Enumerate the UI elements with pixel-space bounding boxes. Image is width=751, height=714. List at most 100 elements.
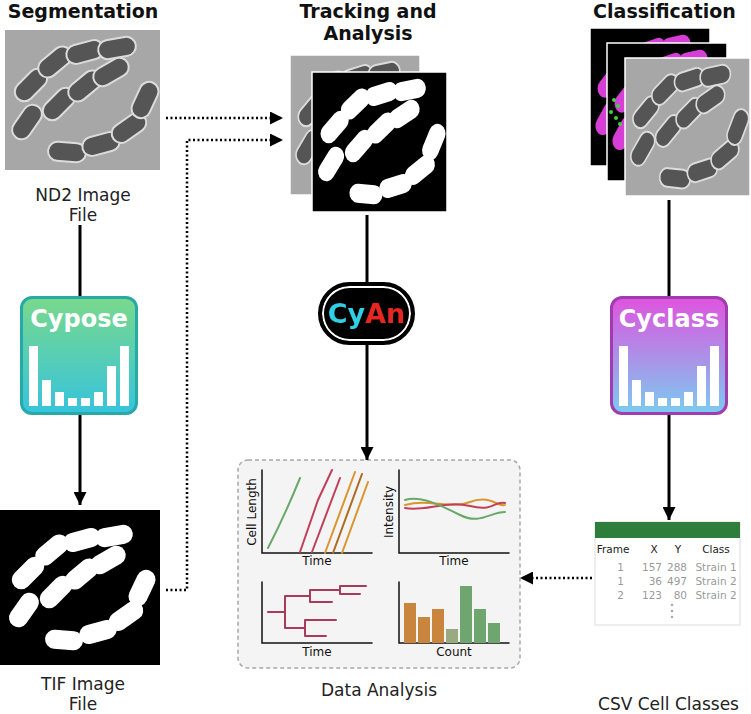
axis-label: Intensity [382,486,396,538]
logo-bar [632,380,641,406]
logo-bar [671,398,680,406]
section-heading: Classification [593,0,736,22]
mask-image [0,510,160,665]
logo-bar [645,392,654,406]
logo-bar [55,392,64,406]
cell-masks [315,77,448,205]
flow-arrow [366,215,369,282]
image-node: TIF Image File [0,505,166,714]
flow-arrow [79,415,82,505]
histogram-bar [474,609,486,643]
table-cell: Strain 2 [695,589,736,601]
growth-line [325,472,355,553]
cell-shapes [8,35,161,163]
dashed-panel [238,460,520,668]
table-cell: Strain 1 [695,561,736,573]
logo-bar [68,398,77,406]
microscope-image [5,30,160,170]
logo-bar [684,392,693,406]
fluorescent-dot [612,98,616,102]
microscope-image [290,55,420,195]
dotted-arrow [166,140,283,590]
section-heading: Segmentation [8,0,158,22]
cell-shapes [628,63,751,189]
histogram-bar [418,617,430,643]
chart-axes [262,470,372,553]
table-cell: 36 [649,575,662,587]
logo-bar [81,398,90,406]
logo-bar [94,392,103,406]
fluorescence-image [607,43,727,181]
table-frame [595,522,740,625]
logo-bar [29,346,38,406]
node-text: CSV Cell Classes [598,694,739,714]
table-cell: 80 [674,589,687,601]
chart-axes [399,582,509,643]
node-text: ND2 Image File [27,185,139,225]
tool-logo: CyAn [318,282,415,345]
lineage-tree [268,586,366,636]
flow-arrow [79,225,82,296]
node-text: Cyclass [619,305,719,333]
ellipsis-dot [671,610,674,613]
growth-line [333,474,362,553]
table-cell: Strain 2 [695,575,736,587]
mask-image [312,72,447,212]
chart-axes [262,582,372,643]
histogram-bar [488,623,500,643]
fluorescent-dot [614,116,618,120]
table-cell: 497 [667,575,687,587]
flow-arrow [366,345,369,460]
logo-bar [619,346,628,406]
ellipsis-dot [671,604,674,607]
image-node: SegmentationND2 Image File [0,0,166,225]
table-header: Frame [597,543,630,555]
node-text: Data Analysis [321,680,437,700]
logo-bar [658,398,667,406]
table-cell: 157 [642,561,662,573]
fluorescent-dot [616,104,620,108]
table-header: X [650,543,657,555]
dotted-arrow [520,577,592,580]
histogram-bar [432,609,444,643]
axis-label: Time [302,554,331,568]
image-stack-node: Tracking and Analysis [283,0,453,215]
axis-label: Count [436,645,472,659]
microscope-image [625,58,750,196]
node-text: CyAn [328,298,406,330]
image-stack-node: Classification [578,0,751,200]
logo-bar [42,380,51,406]
logo-bar [710,346,719,406]
histogram-bar [446,629,458,643]
fluorescent-dot [609,110,613,114]
tool-logo: Cypose [20,296,138,415]
fluorescence-image [590,28,710,166]
section-heading: Tracking and Analysis [293,0,443,44]
axis-label: Cell Length [245,478,259,546]
table-header: Y [675,543,681,555]
logo-bar [120,346,129,406]
fluorescent-cells [610,48,728,173]
logo-bar [107,366,116,406]
fluorescent-cells [593,33,711,158]
fluorescent-dot [618,122,622,126]
axis-label: Time [302,645,331,659]
growth-line [312,478,340,552]
node-text: Cypose [30,305,128,333]
table-cell: 2 [617,589,624,601]
tool-logo: Cyclass [610,296,728,415]
flow-arrow [668,200,671,296]
cell-masks [5,523,158,651]
logo-bar [697,366,706,406]
growth-line [300,470,332,552]
table-cell: 1 [617,575,624,587]
chart-axes [399,470,509,553]
intensity-line [405,503,505,509]
table-header: Class [702,543,730,555]
cell-shapes [293,60,422,188]
